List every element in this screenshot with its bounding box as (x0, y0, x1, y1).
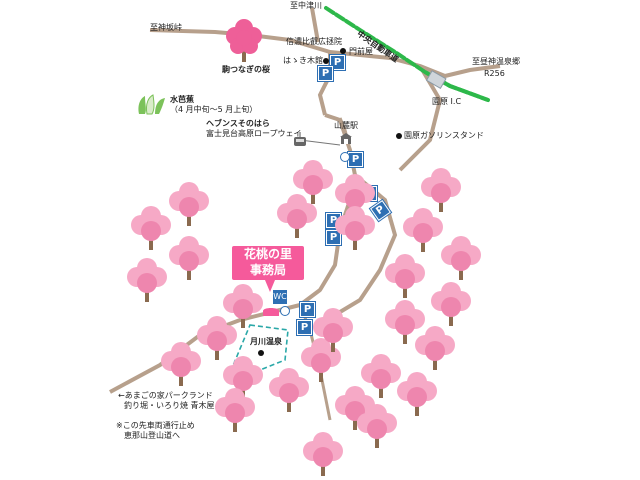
label-sanroku: 山麓駅 (334, 121, 358, 130)
peach-tree-icon (385, 300, 425, 344)
peach-tree-icon (269, 368, 309, 412)
label-shinanohi: 信濃比叡広拯院 (286, 37, 342, 46)
peach-tree-icon (357, 404, 397, 448)
parking-icon: P (300, 302, 315, 317)
peach-tree-icon (421, 168, 461, 212)
peach-tree-icon (385, 254, 425, 298)
label-sonohara-ic: 園原 I.C (432, 97, 462, 106)
peach-tree-icon (215, 388, 255, 432)
parking-icon: P (318, 66, 333, 81)
wc-icon: WC (273, 290, 287, 304)
label-r256: R256 (484, 69, 505, 78)
label-monzenya: 門前屋 (349, 47, 373, 56)
label-heavens: ヘブンスそのはら (206, 119, 270, 128)
peach-tree-icon (169, 236, 209, 280)
peach-tree-icon (293, 160, 333, 204)
label-park-2: 釣り堀・いろり焼 青木屋 (124, 401, 215, 410)
label-note-2: 恵那山登山道へ (124, 431, 180, 440)
sonohara-ic-box (425, 70, 447, 90)
peach-tree-icon (441, 236, 481, 280)
station-icon (340, 133, 352, 144)
label-park-1: ←あまごの家パークランド (118, 391, 213, 400)
peach-tree-icon (161, 342, 201, 386)
peach-tree-icon (303, 432, 343, 476)
parking-icon: P (326, 230, 341, 245)
peach-tree-icon (131, 206, 171, 250)
label-ropeway: 富士見台高原ロープウェイ (206, 129, 302, 138)
ropeway-gondola-icon (294, 132, 306, 146)
peach-tree-icon (197, 316, 237, 360)
komatsunagi-tree-icon (226, 19, 262, 62)
peach-tree-icon (335, 206, 375, 250)
label-komatsunagi: 駒つなぎの桜 (222, 65, 270, 74)
label-hirugami: 至昼神温泉郷 (472, 57, 520, 66)
tsukikawa-dot (258, 350, 264, 356)
label-jinzakatoge: 至神坂峠 (150, 23, 182, 32)
info-icon (280, 306, 290, 316)
parking-icon: P (297, 320, 312, 335)
label-tsukikawa: 月川温泉 (250, 337, 282, 346)
peach-tree-icon (313, 308, 353, 352)
mizubasho-icon (138, 94, 165, 115)
peach-tree-icon (127, 258, 167, 302)
label-note-1: ※この先車両通行止め (116, 421, 195, 430)
hakikan-dot (323, 58, 329, 64)
office-building-icon (263, 308, 279, 316)
road-ic (398, 64, 443, 172)
peach-tree-icon (277, 194, 317, 238)
gas-dot (396, 133, 402, 139)
peach-tree-icon (335, 386, 375, 430)
label-nakatsugawa: 至中津川 (290, 1, 322, 10)
office-line1: 花桃の里 (243, 247, 292, 261)
label-hakikan: はゝき木館 (283, 56, 323, 65)
road-nakatsugawa (310, 7, 320, 43)
label-mizubasho-period: （4 月中旬〜5 月上旬） (170, 105, 258, 114)
peach-tree-icon (361, 354, 401, 398)
temple-dot (340, 48, 346, 54)
parking-icon: P (348, 152, 363, 167)
info-icon (340, 152, 350, 162)
ropeway-line (299, 139, 341, 146)
road-east (328, 173, 398, 320)
label-gas: 園原ガソリンスタンド (404, 131, 484, 140)
office-line2: 事務局 (249, 263, 286, 277)
parking-icon: P (330, 55, 345, 70)
peach-tree-icon (415, 326, 455, 370)
office-pointer (265, 280, 275, 292)
peach-tree-icon (431, 282, 471, 326)
peach-tree-icon (223, 284, 263, 328)
peach-tree-icon (301, 338, 341, 382)
office-badge: 花桃の里 事務局 (232, 246, 304, 280)
label-mizubasho: 水芭蕉 (170, 95, 194, 104)
peach-tree-icon (169, 182, 209, 226)
peach-tree-icon (397, 372, 437, 416)
peach-tree-icon (335, 174, 375, 218)
peach-tree-icon (403, 208, 443, 252)
